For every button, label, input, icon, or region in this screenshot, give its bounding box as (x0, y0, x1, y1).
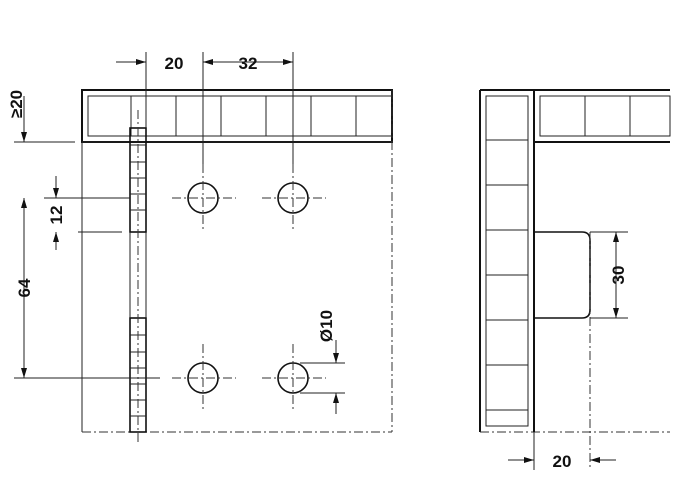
dim-30: 30 (590, 231, 628, 319)
dim-top: 20 32 (116, 52, 294, 164)
hole-bottom-left (172, 344, 236, 412)
dim-diameter: Ø10 (300, 310, 345, 414)
dim-label-30: 30 (609, 266, 628, 285)
dim-label-12: 12 (47, 206, 66, 225)
hole-top-left (172, 164, 236, 232)
dim-label-20-top: 20 (165, 54, 184, 73)
hole-bottom-right (262, 344, 326, 412)
hole-top-right (262, 164, 326, 232)
left-view (81, 89, 393, 445)
dim-64: 64 (14, 198, 160, 379)
dim-label-20-bottom: 20 (553, 452, 572, 471)
dim-label-64: 64 (15, 278, 34, 297)
dim-label-32: 32 (239, 54, 258, 73)
left-main-panel (81, 90, 393, 433)
dim-12: 12 (44, 176, 130, 250)
dim-min-offset: ≥20 (7, 90, 75, 143)
dim-label-min20: ≥20 (7, 90, 26, 118)
dim-label-d10: Ø10 (317, 310, 336, 342)
slot-outline (534, 231, 591, 319)
left-top-panel (81, 89, 393, 143)
right-view (479, 89, 671, 470)
dim-20-bottom: 20 (508, 452, 616, 471)
